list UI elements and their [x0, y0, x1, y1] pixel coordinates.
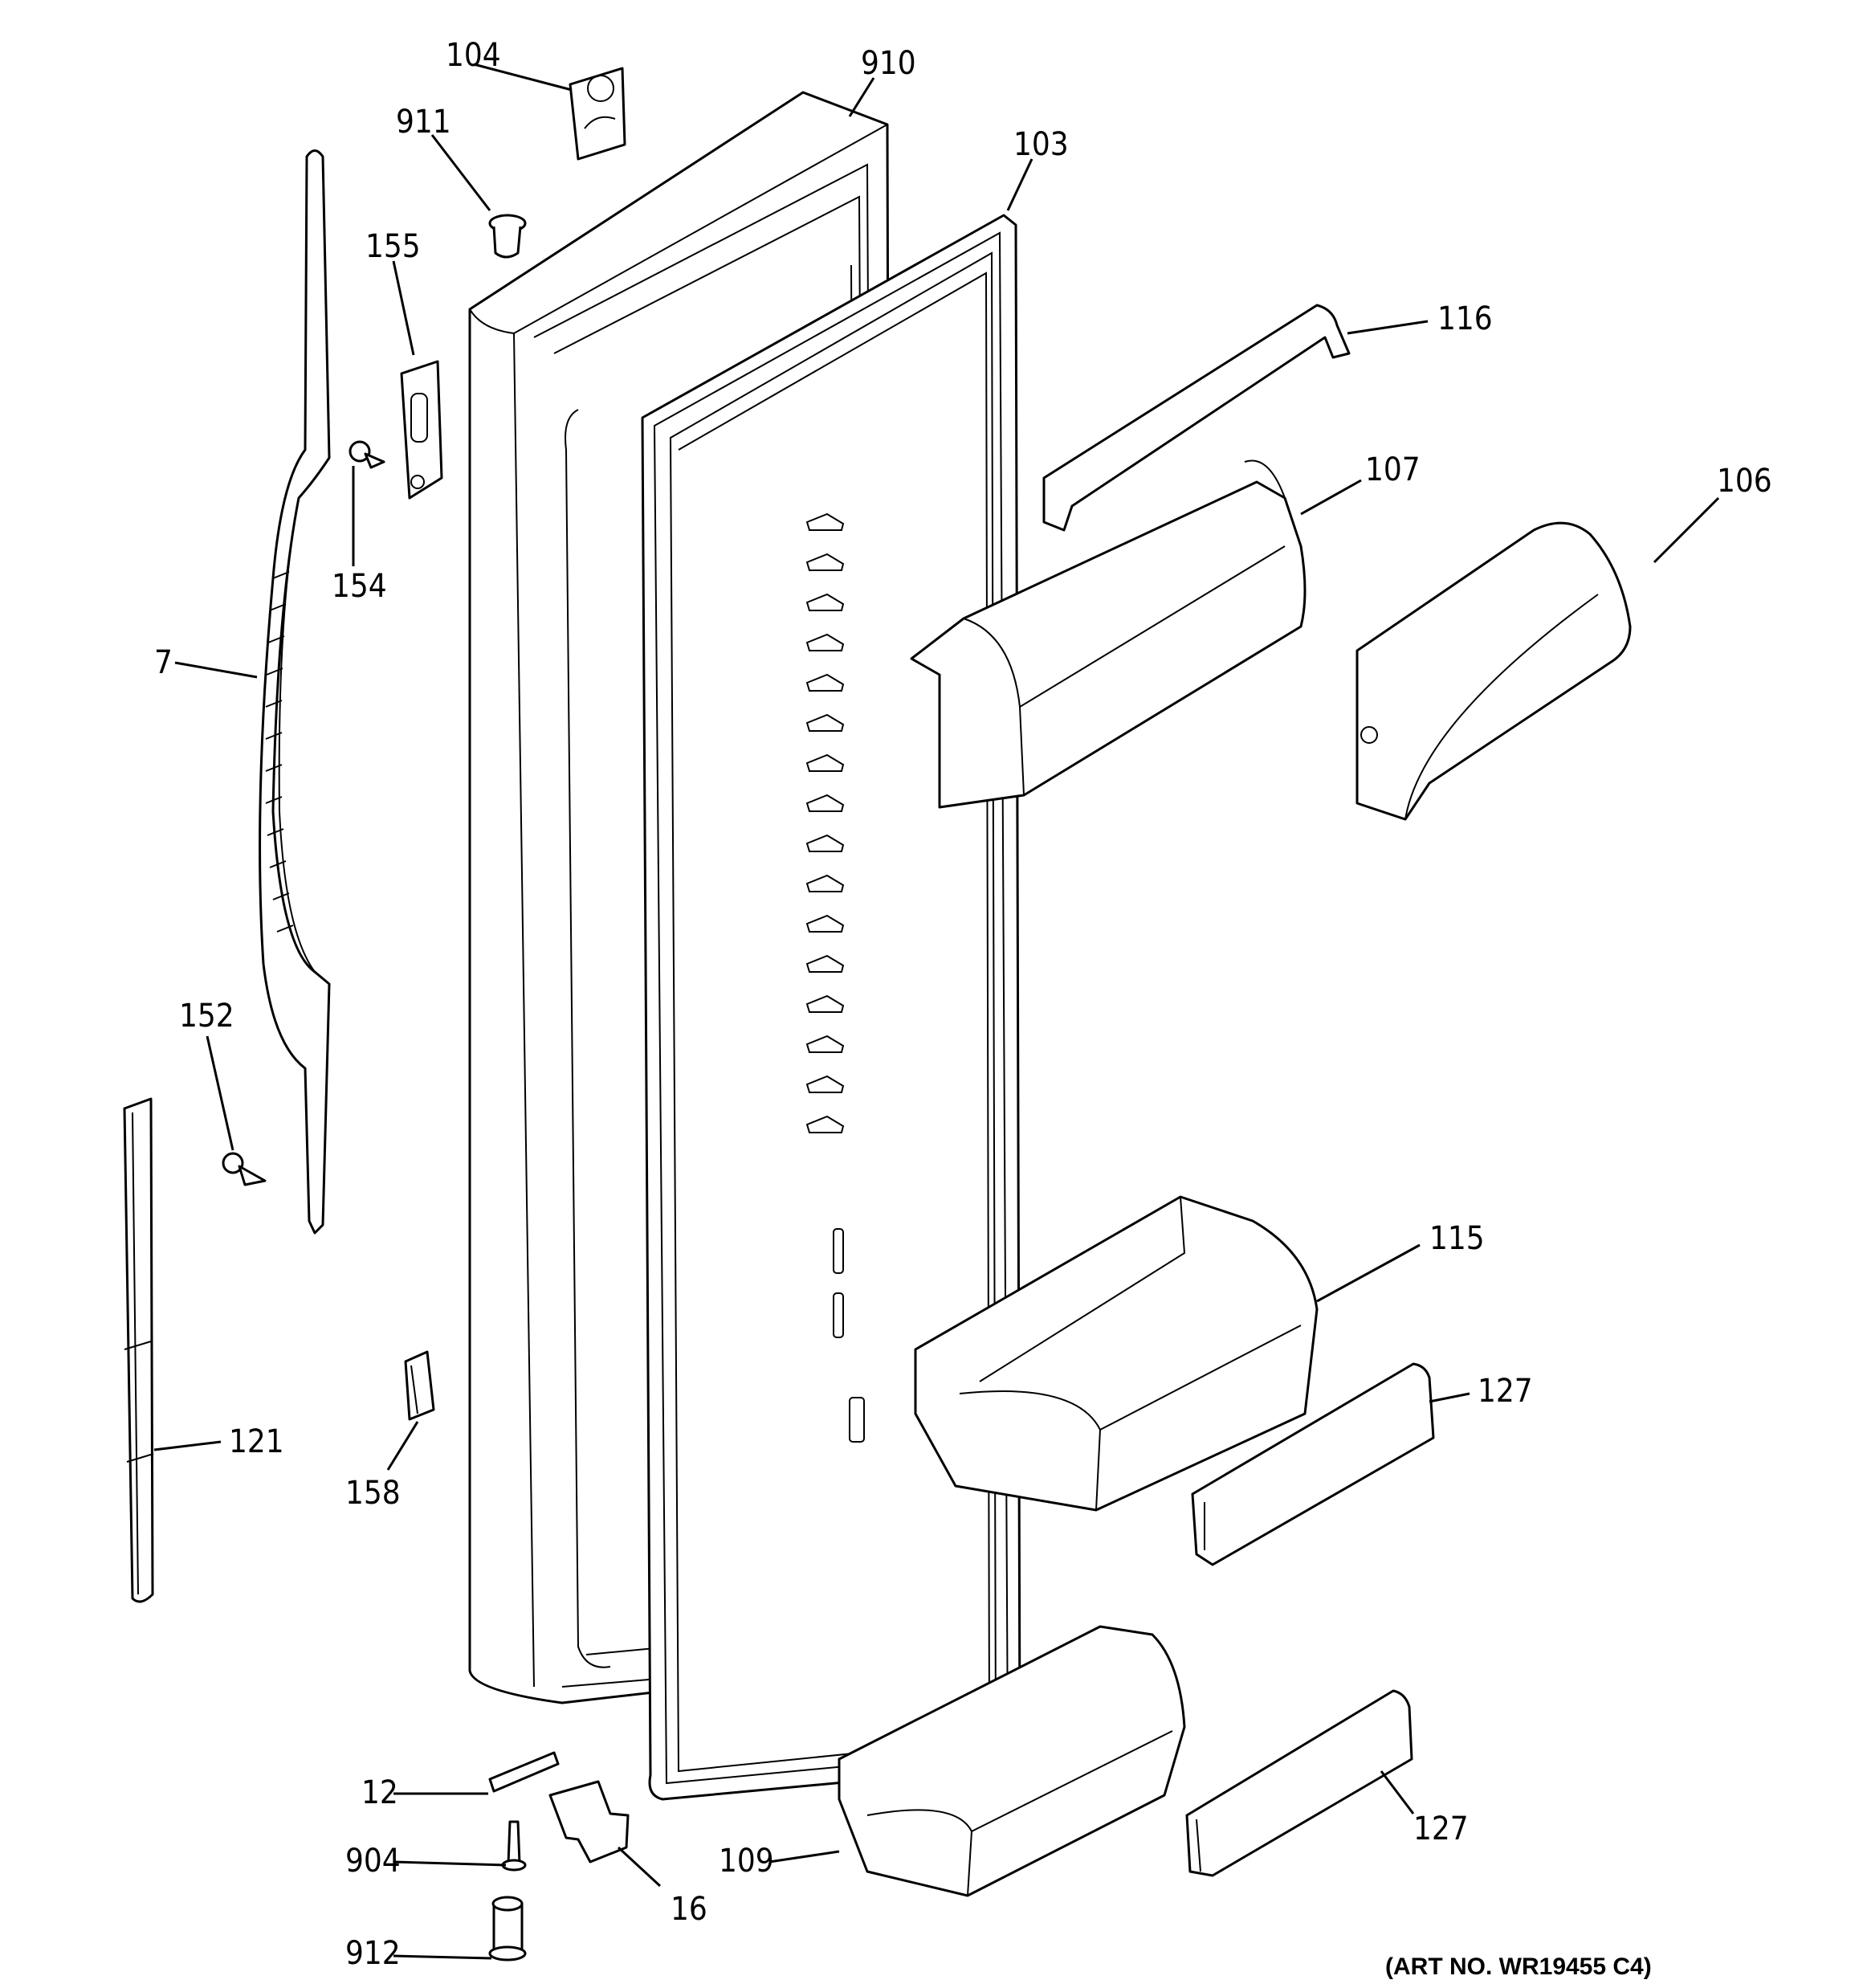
- callout-912: 912: [345, 1935, 401, 1972]
- bin-front-127-upper: [1191, 1362, 1435, 1566]
- door-gasket: [641, 214, 1021, 1801]
- badge-104: [569, 67, 626, 161]
- hinge-bracket-155: [400, 360, 443, 500]
- screw-152: [222, 1152, 267, 1186]
- bin-front-127-lower: [1185, 1689, 1413, 1877]
- bin-cover-106: [1355, 521, 1632, 821]
- trim-strip-121: [123, 1097, 154, 1603]
- callout-910: 910: [861, 45, 916, 82]
- callout-16: 16: [671, 1891, 707, 1928]
- callout-155: 155: [365, 228, 421, 265]
- callout-158: 158: [345, 1475, 401, 1512]
- bushing-911: [488, 214, 527, 259]
- screw-154: [349, 440, 385, 469]
- callout-12: 12: [361, 1774, 398, 1811]
- bracket-12: [488, 1751, 560, 1793]
- door-handle-7: [259, 149, 331, 1235]
- door-bin-109: [838, 1625, 1186, 1897]
- callout-109: 109: [719, 1843, 774, 1880]
- shelf-rail-116: [1042, 304, 1351, 532]
- callout-127-lower: 127: [1413, 1810, 1469, 1847]
- callout-127-upper: 127: [1478, 1373, 1533, 1410]
- callout-107: 107: [1365, 451, 1421, 488]
- callout-904: 904: [345, 1843, 401, 1880]
- callout-7: 7: [154, 644, 173, 681]
- art-number: (ART NO. WR19455 C4): [1385, 1953, 1652, 1980]
- callout-labels: 104 910 911 103 155 116 107 106 154 7 15…: [154, 37, 1772, 1980]
- callout-911: 911: [396, 104, 451, 141]
- callout-103: 103: [1013, 126, 1069, 163]
- callout-116: 116: [1437, 300, 1493, 337]
- screw-904: [501, 1820, 527, 1872]
- hinge-16: [548, 1780, 630, 1863]
- bushing-912: [488, 1896, 527, 1961]
- callout-154: 154: [332, 568, 387, 605]
- leader-lines: [153, 63, 1720, 1960]
- door-liner-ledges: [805, 512, 865, 1443]
- door-bin-107: [910, 459, 1307, 809]
- callout-104: 104: [446, 37, 501, 74]
- stop-158: [404, 1350, 435, 1421]
- callout-106: 106: [1717, 463, 1772, 500]
- door-bin-115: [914, 1195, 1319, 1512]
- callout-152: 152: [179, 998, 234, 1035]
- callout-115: 115: [1429, 1220, 1485, 1257]
- callout-121: 121: [229, 1423, 284, 1460]
